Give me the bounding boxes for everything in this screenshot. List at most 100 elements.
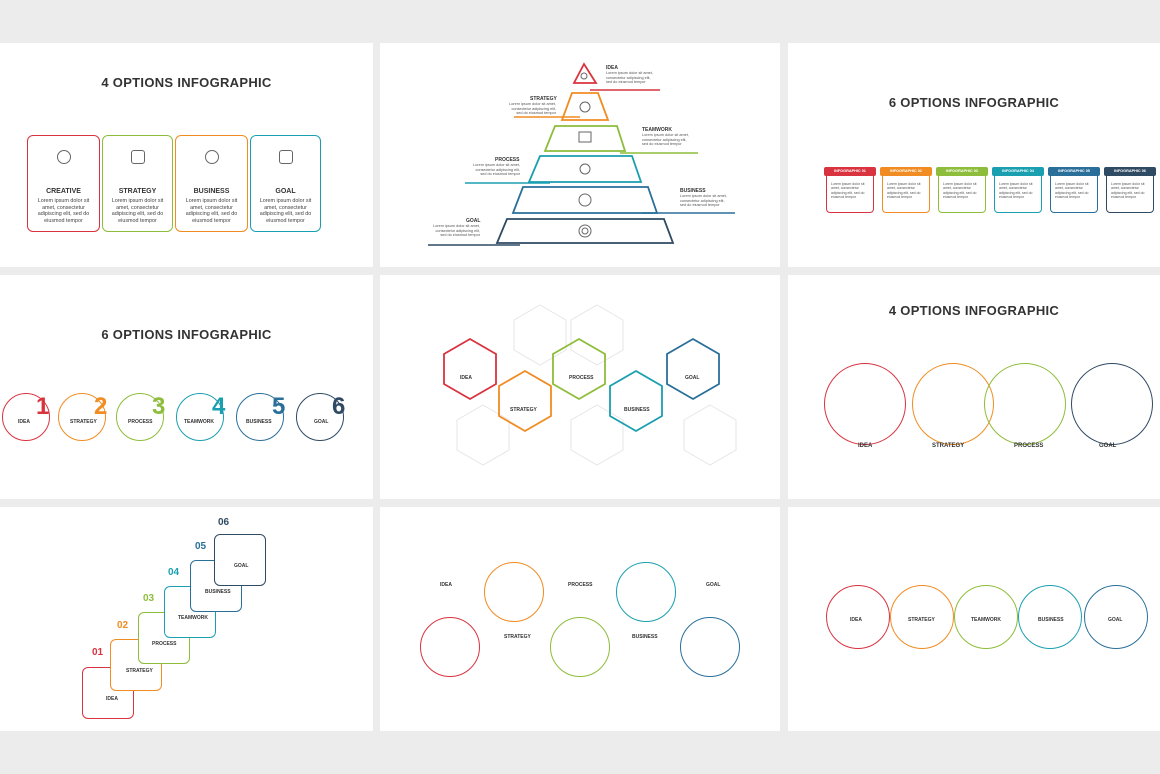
tab-header: INFOGRAPHIC 05 [1048, 167, 1100, 176]
slide-6-options-circles[interactable]: 6 OPTIONS INFOGRAPHIC 1 IDEA 2 STRATEGY … [0, 275, 373, 499]
swirl-idea[interactable] [824, 363, 906, 445]
circle-item-goal[interactable] [296, 393, 344, 441]
tab-header: INFOGRAPHIC 04 [992, 167, 1044, 176]
pyramid-label-business: BUSINESS [680, 188, 706, 194]
tab-text: Lorem ipsum dolor sit amet, consectetur … [1055, 182, 1089, 199]
step-label-idea: IDEA [106, 696, 118, 702]
option-label: STRATEGY [118, 188, 157, 195]
circle-label-goal: GOAL [314, 419, 329, 425]
slide-title: 4 OPTIONS INFOGRAPHIC [101, 75, 272, 90]
head-icon [205, 150, 219, 164]
wave-item-business[interactable] [616, 562, 676, 622]
chain-item-strategy[interactable] [890, 585, 954, 649]
option-text: Lorem ipsum dolor sit amet, consectetur … [185, 198, 238, 224]
chain-label-goal: GOAL [1108, 617, 1123, 623]
option-box-creative[interactable]: CREATIVE Lorem ipsum dolor sit amet, con… [27, 135, 100, 232]
option-box-business[interactable]: BUSINESS Lorem ipsum dolor sit amet, con… [175, 135, 248, 232]
bulb-icon [57, 150, 71, 164]
slide-4-options-boxes[interactable]: 4 OPTIONS INFOGRAPHIC CREATIVE Lorem ips… [0, 43, 373, 267]
tab-text: Lorem ipsum dolor sit amet, consectetur … [999, 182, 1033, 199]
tab-header: INFOGRAPHIC 02 [880, 167, 932, 176]
chain-item-teamwork[interactable] [954, 585, 1018, 649]
circle-label-business: BUSINESS [246, 419, 272, 425]
slide-hexagons[interactable]: IDEA STRATEGY PROCESS BUSINESS GOAL [380, 275, 780, 499]
chain-label-idea: IDEA [850, 617, 862, 623]
pyramid-text-teamwork: Lorem ipsum dolor sit amet, consectetur … [642, 133, 689, 147]
slide-4-options-swirls[interactable]: 4 OPTIONS INFOGRAPHIC IDEA STRATEGY PROC… [788, 275, 1160, 499]
tab-infographic-05[interactable]: INFOGRAPHIC 05 Lorem ipsum dolor sit ame… [1048, 167, 1100, 213]
pyramid-level-idea [572, 62, 598, 84]
circle-item-strategy[interactable] [58, 393, 106, 441]
tab-header: INFOGRAPHIC 03 [936, 167, 988, 176]
hex-label-goal: GOAL [685, 375, 700, 381]
pyramid-level-process [527, 155, 643, 183]
tab-header: INFOGRAPHIC 06 [1104, 167, 1156, 176]
slide-pyramid[interactable]: IDEA Lorem ipsum dolor sit amet, consect… [380, 43, 780, 267]
step-label-goal: GOAL [234, 563, 249, 569]
pyramid-level-strategy [560, 92, 610, 121]
step-label-process: PROCESS [152, 641, 177, 647]
chain-label-teamwork: TEAMWORK [971, 617, 1001, 623]
tab-infographic-01[interactable]: INFOGRAPHIC 01 Lorem ipsum dolor sit ame… [824, 167, 876, 213]
slide-title: 4 OPTIONS INFOGRAPHIC [888, 303, 1060, 318]
slide-steps[interactable]: 01 IDEA 02 STRATEGY 03 PROCESS 04 TEAMWO… [0, 507, 373, 731]
tab-infographic-02[interactable]: INFOGRAPHIC 02 Lorem ipsum dolor sit ame… [880, 167, 932, 213]
chain-label-strategy: STRATEGY [908, 617, 935, 623]
step-number-03: 03 [143, 593, 155, 604]
chain-item-business[interactable] [1018, 585, 1082, 649]
pyramid-diagram [428, 62, 735, 246]
swirl-label-process: PROCESS [1014, 443, 1044, 449]
swirl-strategy[interactable] [912, 363, 994, 445]
pyramid-text-process: Lorem ipsum dolor sit amet, consectetur … [473, 163, 520, 177]
option-box-strategy[interactable]: STRATEGY Lorem ipsum dolor sit amet, con… [102, 135, 173, 232]
slide-6-options-tabs[interactable]: 6 OPTIONS INFOGRAPHIC INFOGRAPHIC 01 Lor… [788, 43, 1160, 267]
slide-title: 6 OPTIONS INFOGRAPHIC [101, 327, 272, 342]
mountain-flag-icon [279, 150, 293, 164]
step-box-goal[interactable] [214, 534, 266, 586]
circle-item-teamwork[interactable] [176, 393, 224, 441]
wave-item-goal[interactable] [680, 617, 740, 677]
slide-wave[interactable]: IDEA STRATEGY PROCESS BUSINESS GOAL [380, 507, 780, 731]
wave-label-business: BUSINESS [632, 634, 658, 640]
wave-item-strategy[interactable] [484, 562, 544, 622]
step-number-01: 01 [92, 647, 104, 658]
option-text: Lorem ipsum dolor sit amet, consectetur … [111, 198, 164, 224]
tab-infographic-04[interactable]: INFOGRAPHIC 04 Lorem ipsum dolor sit ame… [992, 167, 1044, 213]
tab-infographic-03[interactable]: INFOGRAPHIC 03 Lorem ipsum dolor sit ame… [936, 167, 988, 213]
pyramid-label-strategy: STRATEGY [530, 96, 557, 102]
swirl-process[interactable] [984, 363, 1066, 445]
chain-item-goal[interactable] [1084, 585, 1148, 649]
circle-item-process[interactable] [116, 393, 164, 441]
swirl-goal[interactable] [1071, 363, 1153, 445]
circle-label-strategy: STRATEGY [70, 419, 97, 425]
wave-item-idea[interactable] [420, 617, 480, 677]
circle-item-idea[interactable] [2, 393, 50, 441]
chain-label-business: BUSINESS [1038, 617, 1064, 623]
step-number-05: 05 [195, 541, 207, 552]
step-label-teamwork: TEAMWORK [178, 615, 208, 621]
pyramid-label-idea: IDEA [606, 65, 618, 71]
tab-infographic-06[interactable]: INFOGRAPHIC 06 Lorem ipsum dolor sit ame… [1104, 167, 1156, 213]
notepad-icon [131, 150, 145, 164]
hex-label-idea: IDEA [460, 375, 472, 381]
option-label: GOAL [275, 188, 296, 195]
hex-label-strategy: STRATEGY [510, 407, 537, 413]
hex-business [609, 369, 663, 433]
option-box-goal[interactable]: GOAL Lorem ipsum dolor sit amet, consect… [250, 135, 321, 232]
step-number-02: 02 [117, 620, 129, 631]
slide-title: 6 OPTIONS INFOGRAPHIC [888, 95, 1060, 110]
hexagon-diagram [443, 304, 737, 466]
step-label-business: BUSINESS [205, 589, 231, 595]
circle-item-business[interactable] [236, 393, 284, 441]
wave-label-idea: IDEA [440, 582, 452, 588]
hex-label-process: PROCESS [569, 375, 594, 381]
chain-item-idea[interactable] [826, 585, 890, 649]
tab-text: Lorem ipsum dolor sit amet, consectetur … [943, 182, 977, 199]
hex-process [552, 337, 606, 401]
wave-item-process[interactable] [550, 617, 610, 677]
option-text: Lorem ipsum dolor sit amet, consectetur … [37, 198, 90, 224]
option-label: CREATIVE [46, 188, 81, 195]
slide-chain[interactable]: IDEA STRATEGY TEAMWORK BUSINESS GOAL [788, 507, 1160, 731]
circle-label-teamwork: TEAMWORK [184, 419, 214, 425]
swirl-label-idea: IDEA [858, 443, 873, 449]
